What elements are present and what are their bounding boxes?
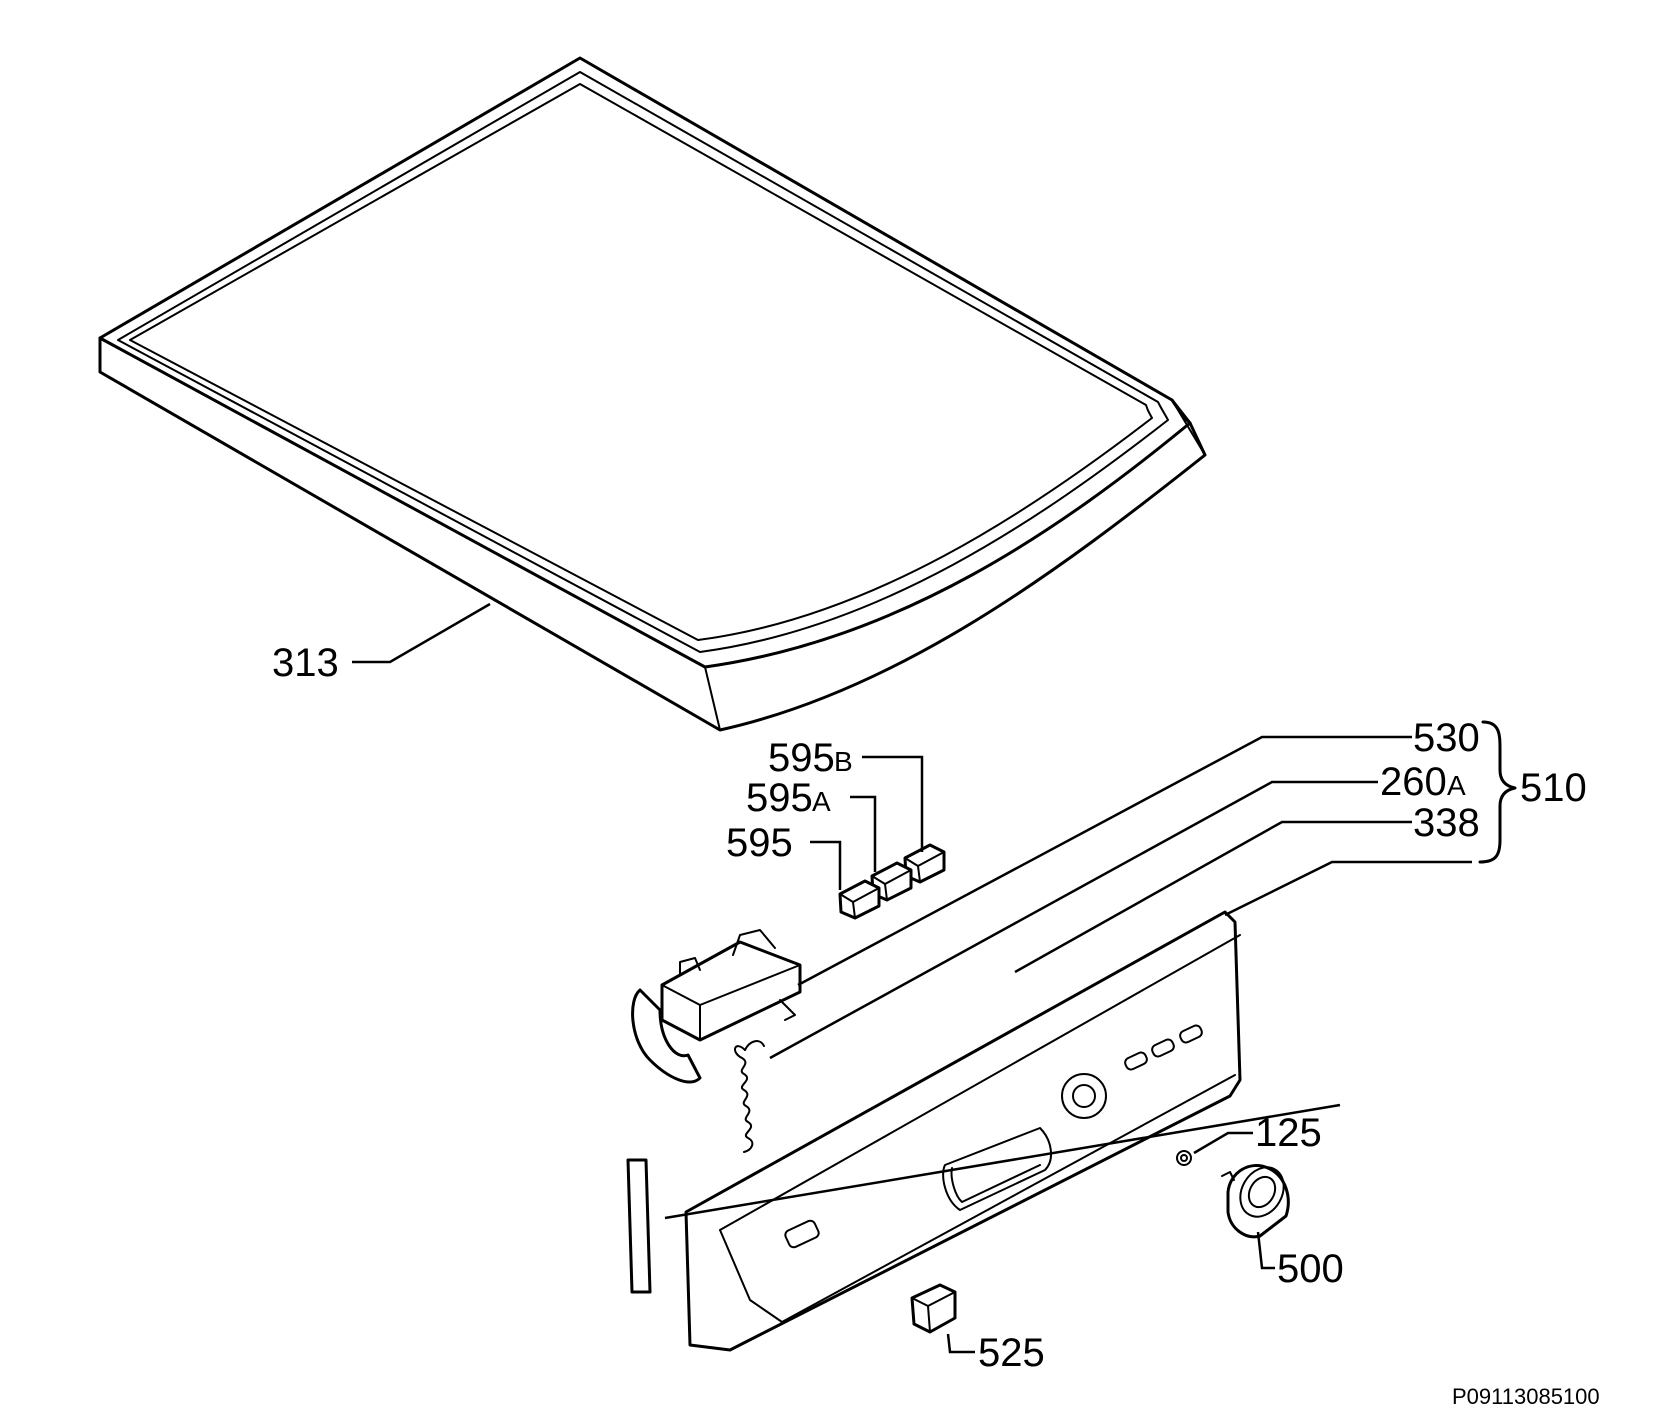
label-525: 525 (978, 1331, 1045, 1375)
top-cover-part-313 (98, 56, 1207, 732)
label-125: 125 (1255, 1111, 1322, 1155)
latch-bracket-part-530 (631, 929, 802, 1084)
knob-part-500 (1221, 1164, 1290, 1239)
spring-part-260a (734, 1040, 765, 1153)
button-cap-part-525 (910, 1283, 957, 1334)
label-595a-number: 595 (746, 776, 813, 820)
label-313: 313 (272, 641, 339, 685)
control-panel-part-338 (684, 910, 1242, 1352)
brace-510 (1478, 720, 1517, 864)
nut-part-125 (1176, 1150, 1192, 1166)
button-part-595 (838, 879, 881, 920)
label-595b-number: 595 (768, 736, 835, 780)
label-500: 500 (1277, 1247, 1344, 1291)
label-338: 338 (1413, 801, 1480, 845)
label-595: 595 (726, 821, 793, 865)
label-510: 510 (1520, 766, 1587, 810)
label-595a-suffix: A (812, 786, 831, 817)
reference-code: P09113085100 (1452, 1384, 1600, 1409)
label-530: 530 (1413, 716, 1480, 760)
leader-lines (352, 602, 1472, 1354)
label-260a-suffix: A (1447, 770, 1466, 801)
side-strip (626, 1158, 652, 1294)
label-595b-suffix: B (834, 746, 853, 777)
part-labels: 313 595 B 595 A 595 530 260 A 338 510 12… (272, 641, 1600, 1409)
label-260a-number: 260 (1380, 760, 1447, 804)
